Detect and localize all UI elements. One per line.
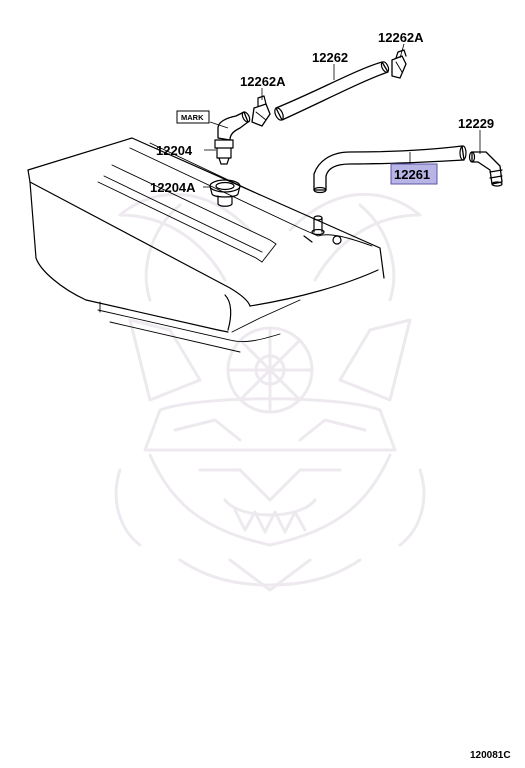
watermark-logo (114, 192, 426, 592)
clamp-12262A-top (391, 49, 407, 79)
label-12261[interactable]: 12261 (394, 167, 430, 182)
filler-cap-gasket-12204A (209, 179, 241, 207)
clamp-12262A-left (251, 95, 271, 127)
label-12204[interactable]: 12204 (156, 143, 193, 158)
hose-12261 (313, 145, 467, 194)
leader-lines (203, 43, 481, 188)
cylinder-head-cover (27, 137, 385, 353)
drawing-reference: 120081C (470, 750, 511, 761)
pcv-valve-12204 (214, 111, 251, 165)
label-12229[interactable]: 12229 (458, 116, 494, 131)
label-12204A[interactable]: 12204A (150, 180, 196, 195)
part-labels: 12262A 12262 12262A MARK 12204 12204A 12… (150, 30, 494, 195)
label-12262A-left[interactable]: 12262A (240, 74, 286, 89)
highlight-12261 (390, 163, 438, 185)
connector-12229 (468, 151, 503, 187)
hose-12262 (274, 61, 390, 121)
label-mark: MARK (181, 113, 204, 122)
label-12262[interactable]: 12262 (312, 50, 348, 65)
label-12262A-top[interactable]: 12262A (378, 30, 424, 45)
mark-box (176, 110, 210, 124)
